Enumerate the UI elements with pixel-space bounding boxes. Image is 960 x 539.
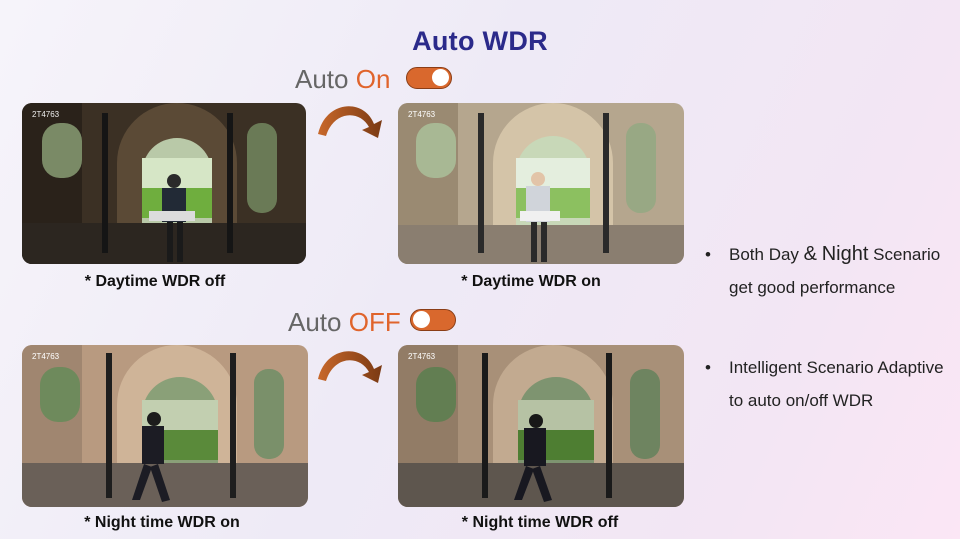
slide-title: Auto WDR	[412, 26, 548, 56]
camera-stamp: 2T4763	[32, 352, 60, 361]
camera-stamp: 2T4763	[32, 110, 60, 119]
photo-daytime-wdr-off: 2T4763	[22, 103, 306, 264]
bullet-dot-icon: •	[705, 245, 711, 264]
caption-daytime-wdr-off: * Daytime WDR off	[84, 273, 226, 290]
curved-arrow-icon	[318, 351, 382, 383]
auto-off-highlight: OFF	[348, 307, 401, 337]
bullet-intelligent-adaptive: • Intelligent Scenario Adaptive to auto …	[705, 351, 955, 417]
caption-night-wdr-on: * Night time WDR on	[84, 514, 240, 531]
auto-on-toggle[interactable]	[406, 67, 452, 89]
caption-night-wdr-off: * Night time WDR off	[461, 514, 619, 531]
photo-night-wdr-on: 2T4763	[22, 345, 308, 507]
camera-stamp: 2T4763	[408, 110, 436, 119]
caption-daytime-wdr-on: * Daytime WDR on	[461, 273, 601, 290]
photo-daytime-wdr-on: 2T4763	[398, 103, 684, 264]
auto-on-highlight: On	[355, 64, 391, 94]
curved-arrow-icon	[318, 106, 382, 138]
auto-on-label: Auto On	[295, 64, 391, 94]
photo-night-wdr-off: 2T4763	[398, 345, 684, 507]
bullet-day-night: • Both Day & Night Scenario get good per…	[705, 238, 955, 304]
bullet-dot-icon: •	[705, 358, 711, 377]
auto-off-toggle[interactable]	[410, 309, 456, 331]
toggle-knob	[432, 69, 449, 86]
toggle-knob	[413, 311, 430, 328]
camera-stamp: 2T4763	[408, 352, 436, 361]
auto-off-label: Auto OFF	[288, 307, 401, 337]
